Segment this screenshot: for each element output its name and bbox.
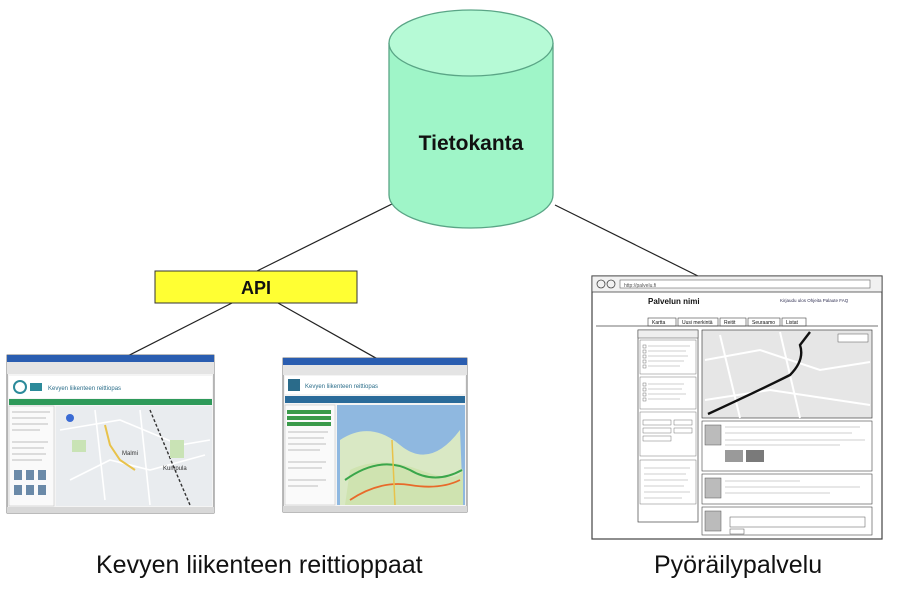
db-to-api-line: [254, 199, 401, 273]
mockup-service-name: Palvelun nimi: [648, 297, 700, 306]
api-to-right-screenshot-line: [277, 302, 391, 367]
route-guides-caption: Kevyen liikenteen reittioppaat: [96, 551, 423, 579]
cycling-service-mockup: http://palvelu.fi Palvelun nimi Kirjaudu…: [591, 275, 883, 540]
db-to-cycling-line: [554, 204, 707, 281]
mockup-tab-1: Kartta: [652, 320, 666, 326]
svg-text:Kevyen liikenteen reittiopas: Kevyen liikenteen reittiopas: [305, 384, 378, 390]
mockup-tab-3: Reitit: [724, 320, 736, 326]
mockup-tab-4: Seuraamo: [752, 320, 775, 326]
mockup-tab-2: Uusi merkintä: [682, 320, 713, 326]
route-guide-screenshot-1: Kevyen liikenteen reittiopas Malmi Kumpu…: [6, 354, 215, 514]
cycling-service-caption: Pyöräilypalvelu: [654, 551, 823, 579]
mockup-tab-5: Listat: [786, 320, 799, 326]
database-label: Tietokanta: [419, 132, 524, 155]
svg-text:Kumpula: Kumpula: [163, 466, 187, 472]
route-guide-screenshot-2: Kevyen liikenteen reittiopas: [282, 357, 468, 513]
api-label: API: [241, 278, 271, 298]
svg-text:Kevyen liikenteen reittiopas: Kevyen liikenteen reittiopas: [48, 386, 121, 392]
svg-text:http://palvelu.fi: http://palvelu.fi: [624, 283, 656, 289]
api-box: API: [154, 270, 358, 304]
svg-text:Kirjaudu ulos Ohjeita Palaut: Kirjaudu ulos Ohjeita Palaute FAQ: [780, 298, 849, 303]
connectors: [107, 199, 707, 367]
database-cylinder: Tietokanta: [388, 9, 554, 229]
svg-text:Malmi: Malmi: [122, 451, 138, 457]
